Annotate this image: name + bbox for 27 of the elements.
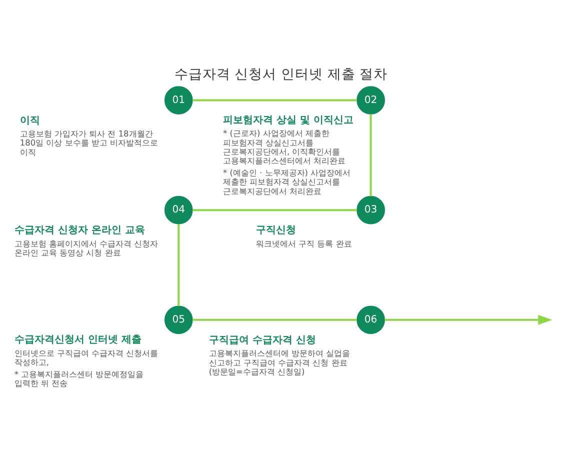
node-label: 피보험자격 상실 및 이직신고 <box>223 114 354 126</box>
node-circle: 06 <box>356 305 385 334</box>
node-label: 이직 <box>20 114 40 126</box>
node-label: 구직급여 수급자격 신청 <box>208 334 316 346</box>
node-label: 고용보험 홈페이지에서 수급자격 신청자 온라인 교육 동영상 시청 완료 <box>14 238 158 258</box>
connector <box>178 223 180 306</box>
node-label: 고용보험 가입자가 퇴사 전 18개월간 180일 이상 보수를 받고 비자발적으로 이직 <box>20 128 158 156</box>
node-label: * 고용복지플러스센터 방문예정일을 입력한 뒤 전송 <box>14 368 144 388</box>
connector <box>370 114 372 196</box>
node-circle: 04 <box>164 195 193 224</box>
connector <box>192 208 357 211</box>
node-label: * (근로자) 사업장에서 제출한 피보험자격 상실신고서를 근로복지공단에서, 이직확인서를 고용복지플러스센터에서 처리완료 <box>223 128 346 166</box>
node-label: 구직신청 <box>256 224 296 236</box>
node-label: * (예술인 · 노무제공자) 사업장에서 제출한 피보험자격 상실신고서를 근로복지공단에서 처리완료 <box>223 166 351 196</box>
connector <box>192 318 357 320</box>
node-label: 고용복지플러스센터에 방문하여 실업을 신고하고 구직급여 수급자격 신청 완료 (방문일=수급자격 신청일) <box>208 348 350 376</box>
node-circle: 03 <box>356 195 385 224</box>
diagram-title: 수급자격 신청서 인터넷 제출 절차 <box>174 66 388 82</box>
connector <box>192 98 357 101</box>
node-circle: 01 <box>164 86 193 114</box>
node-label: 인터넷으로 구직급여 수급자격 신청서를 작성하고, <box>14 347 158 366</box>
node-label: 수급자격 신청자 온라인 교육 <box>14 224 145 236</box>
node-circle: 05 <box>164 305 193 334</box>
node-label: 수급자격신청서 인터넷 제출 <box>14 334 142 346</box>
arrow <box>384 314 552 324</box>
node-label: 워크넷에서 구직 등록 완료 <box>256 238 352 248</box>
node-circle: 02 <box>356 86 385 114</box>
